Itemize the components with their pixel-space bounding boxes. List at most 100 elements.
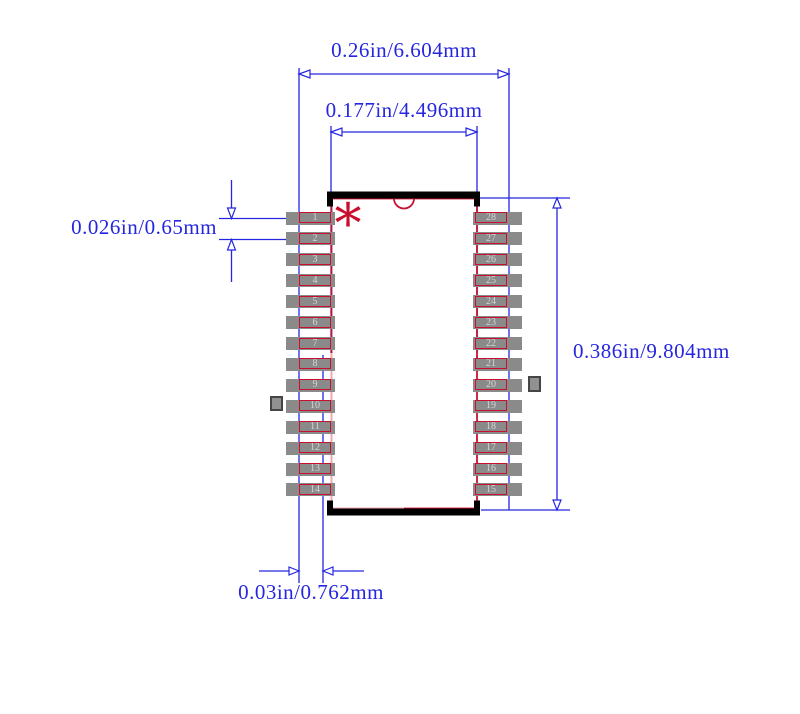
pin-pad-14: 14 (286, 483, 335, 497)
pin-lead-outline-2: 2 (299, 232, 331, 244)
dim-body-width-label: 0.177in/4.496mm (325, 98, 483, 122)
pin-number: 1 (312, 212, 318, 223)
pin-lead-outline-28: 28 (475, 212, 507, 223)
dim-pitch-arrows (226, 180, 237, 282)
pin-pad-11: 11 (286, 420, 335, 434)
dim-pin-pitch-label: 0.026in/0.65mm (71, 215, 217, 239)
pin-pad-4: 4 (286, 274, 335, 288)
pin-number: 26 (486, 253, 496, 265)
pin-number: 3 (312, 253, 318, 265)
pin-pad-2: 2 (286, 232, 335, 246)
pin-lead-outline-22: 22 (475, 337, 507, 349)
pin-pad-1: 1 (286, 211, 335, 225)
pin-pad-9: 9 (286, 378, 335, 392)
pin-lead-outline-7: 7 (299, 337, 331, 349)
pin-number: 14 (310, 483, 320, 495)
pin-number: 11 (310, 421, 320, 433)
pin-pad-19: 19 (473, 399, 522, 413)
pin-lead-outline-23: 23 (475, 316, 507, 328)
pin-lead-outline-24: 24 (475, 295, 507, 307)
pin-number: 16 (486, 463, 496, 475)
pin-number: 12 (310, 442, 320, 454)
pin-lead-outline-27: 27 (475, 232, 507, 244)
right-fiducial-square (528, 376, 541, 392)
pin-number: 15 (486, 483, 496, 495)
pin-pad-8: 8 (286, 357, 335, 371)
dim-lead-length-arrows (259, 566, 364, 576)
pin-pad-25: 25 (473, 274, 522, 288)
dim-lead-length-label: 0.03in/0.762mm (238, 580, 384, 604)
pin-pad-13: 13 (286, 462, 335, 476)
pin-lead-outline-16: 16 (475, 463, 507, 475)
pin-lead-outline-12: 12 (299, 442, 331, 454)
pin-pad-3: 3 (286, 253, 335, 267)
pin-number: 23 (486, 316, 496, 328)
pin-lead-outline-18: 18 (475, 421, 507, 433)
pin-number: 8 (312, 358, 318, 370)
pin-lead-outline-4: 4 (299, 274, 331, 286)
pin-number: 4 (312, 274, 318, 286)
left-fiducial-square (270, 396, 283, 411)
pin-pad-12: 12 (286, 441, 335, 455)
pin-number: 25 (486, 274, 496, 286)
dim-body-height-line (552, 196, 562, 512)
pin-pad-23: 23 (473, 316, 522, 330)
pin-lead-outline-20: 20 (475, 379, 507, 391)
pin-number: 20 (486, 379, 496, 391)
pin-number: 9 (312, 379, 318, 391)
pin-number: 10 (310, 400, 320, 412)
dim-body-height-label: 0.386in/9.804mm (573, 339, 730, 363)
pin-number: 27 (486, 232, 496, 244)
pin-lead-outline-25: 25 (475, 274, 507, 286)
pin1-notch-arc (393, 198, 415, 210)
pin-lead-outline-13: 13 (299, 463, 331, 475)
dim-pad-span-label: 0.26in/6.604mm (331, 38, 477, 62)
pin-pad-5: 5 (286, 295, 335, 309)
pin-pad-26: 26 (473, 253, 522, 267)
pin-pad-7: 7 (286, 337, 335, 351)
pin-pad-28: 28 (473, 211, 522, 225)
pin-number: 19 (486, 400, 496, 412)
pin-pad-10: 10 (286, 399, 335, 413)
pin-lead-outline-19: 19 (475, 400, 507, 412)
pin-number: 18 (486, 421, 496, 433)
pin-lead-outline-6: 6 (299, 316, 331, 328)
dim-body-width-line (329, 127, 479, 137)
pin-number: 28 (486, 212, 496, 223)
pin-lead-outline-15: 15 (475, 483, 507, 495)
pin-pad-22: 22 (473, 337, 522, 351)
pin-number: 17 (486, 442, 496, 454)
pin-lead-outline-17: 17 (475, 442, 507, 454)
pin-pad-15: 15 (473, 483, 522, 497)
pin-number: 22 (486, 337, 496, 349)
pin1-asterisk-marker: * (335, 192, 362, 255)
pin-lead-outline-14: 14 (299, 483, 331, 495)
pin-number: 5 (312, 295, 318, 307)
pin-pad-16: 16 (473, 462, 522, 476)
pin-pad-24: 24 (473, 295, 522, 309)
pin-lead-outline-5: 5 (299, 295, 331, 307)
pin-number: 6 (312, 316, 318, 328)
pin-lead-outline-3: 3 (299, 253, 331, 265)
pin-number: 13 (310, 463, 320, 475)
pin-lead-outline-21: 21 (475, 358, 507, 370)
pin-lead-outline-10: 10 (299, 400, 331, 412)
pin-number: 24 (486, 295, 496, 307)
pin-lead-outline-1: 1 (299, 212, 331, 223)
pin-pad-18: 18 (473, 420, 522, 434)
pin-pad-27: 27 (473, 232, 522, 246)
pin-lead-outline-8: 8 (299, 358, 331, 370)
pin-number: 7 (312, 337, 318, 349)
pin-number: 2 (312, 232, 318, 244)
pin-number: 21 (486, 358, 496, 370)
pin-lead-outline-9: 9 (299, 379, 331, 391)
pin-pad-6: 6 (286, 316, 335, 330)
pin-pad-17: 17 (473, 441, 522, 455)
dim-pad-span-line (297, 69, 511, 79)
body-accent-pink (330, 353, 404, 510)
pin-lead-outline-26: 26 (475, 253, 507, 265)
pin-pad-20: 20 (473, 378, 522, 392)
pin-pad-21: 21 (473, 357, 522, 371)
pin-lead-outline-11: 11 (299, 421, 331, 433)
